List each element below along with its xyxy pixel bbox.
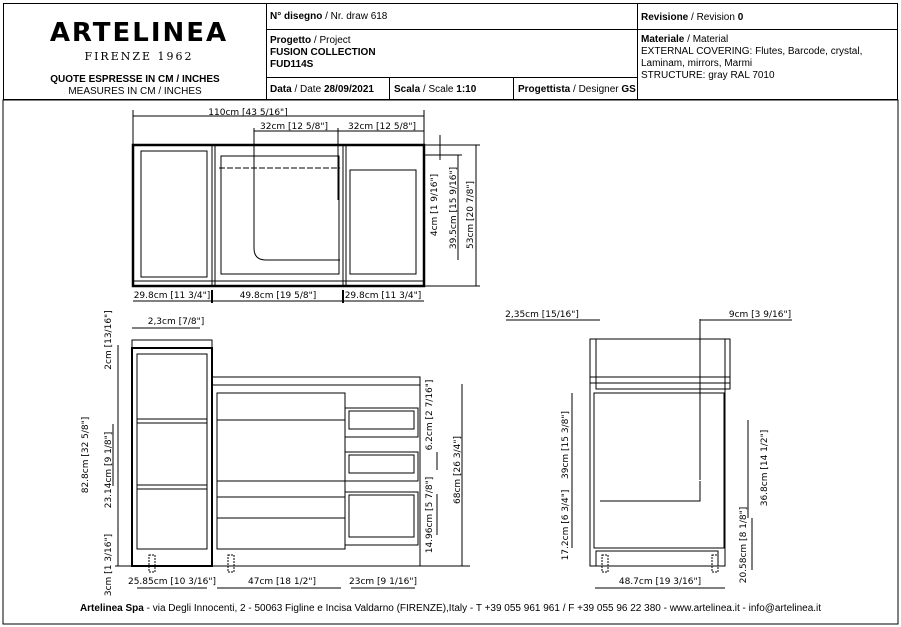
dim-center-width: 47cm [18 1/2"]: [248, 577, 316, 587]
dim-right-width: 29.8cm [11 3/4"]: [345, 291, 422, 301]
dim-top-height: 2cm [13/16"]: [104, 310, 114, 369]
material: Materiale / Material EXTERNAL COVERING: …: [641, 34, 896, 82]
divider: [637, 29, 897, 30]
dim-offset-depth: 4cm [1 9/16"]: [430, 174, 440, 236]
measures-note-en: MEASURES IN CM / INCHES: [68, 86, 202, 97]
dim-right-height: 36.8cm [14 1/2"]: [760, 430, 770, 507]
dim-left-offset: 2,35cm [15/16"]: [505, 310, 579, 320]
divider: [389, 77, 390, 99]
front-view: [112, 327, 470, 589]
dim-left-width: 29.8cm [11 3/4"]: [134, 291, 211, 301]
dim-left-width: 25.85cm [10 3/16"]: [128, 577, 216, 587]
drawing-number: N° disegno / Nr. draw 618: [270, 11, 388, 22]
top-view: [131, 110, 480, 303]
dim-right-width: 23cm [9 1/16"]: [349, 577, 417, 587]
dim-shelf-spacing: 23.14cm [9 1/8"]: [104, 432, 114, 509]
dim-depth: 48.7cm [19 3/16"]: [619, 577, 701, 587]
divider: [266, 29, 897, 30]
dim-sink-width-1: 32cm [12 5/8"]: [260, 122, 328, 132]
measures-note: QUOTE ESPRESSE IN CM / INCHES MEASURES I…: [4, 74, 266, 98]
dim-base-height: 68cm [26 3/4"]: [453, 436, 463, 504]
artelinea-logo: ARTELINEA: [49, 18, 229, 48]
logo-subtitle: FIRENZE 1962: [84, 50, 194, 63]
material-covering: EXTERNAL COVERING: Flutes, Barcode, crys…: [641, 46, 863, 69]
divider: [266, 77, 637, 78]
divider: [266, 4, 267, 99]
revision: Revisione / Revision 0: [641, 12, 744, 23]
dim-right-lower-height: 20.58cm [8 1/8"]: [739, 507, 749, 584]
dim-center-width: 49.8cm [19 5/8"]: [240, 291, 317, 301]
scale: Scala / Scale 1:10: [394, 84, 477, 95]
dim-sink-depth: 39.5cm [15 9/16"]: [449, 167, 459, 249]
project: Progetto / Project FUSION COLLECTION FUD…: [270, 35, 376, 70]
date: Data / Date 28/09/2021: [270, 84, 374, 95]
title-block: ARTELINEA FIRENZE 1962 QUOTE ESPRESSE IN…: [3, 3, 898, 100]
project-name: FUSION COLLECTION: [270, 47, 376, 58]
dim-plinth-height: 3cm [1 3/16"]: [104, 534, 114, 596]
material-structure: STRUCTURE: gray RAL 7010: [641, 70, 775, 81]
designer: Progettista / Designer GS: [518, 84, 636, 95]
dim-right-offset: 9cm [3 9/16"]: [729, 310, 791, 320]
dim-lower-height: 17.2cm [6 3/4"]: [561, 490, 571, 561]
footer: Artelinea Spa - via Degli Innocenti, 2 -…: [79, 603, 822, 614]
divider: [513, 77, 514, 99]
project-code: FUD114S: [270, 59, 314, 70]
dim-overall-depth: 53cm [20 7/8"]: [466, 181, 476, 249]
dim-overall-width: 110cm [43 5/16"]: [208, 108, 287, 118]
dim-lower-drawer-height: 14.96cm [5 7/8"]: [425, 477, 435, 554]
dim-overall-height: 82.8cm [32 5/8"]: [81, 417, 91, 494]
divider: [637, 4, 638, 99]
dim-top-thickness: 2,3cm [7/8"]: [148, 317, 205, 327]
drawing-frame: [2, 99, 899, 625]
dim-sink-width-2: 32cm [12 5/8"]: [348, 122, 416, 132]
dim-drawer-height: 6.2cm [2 7/16"]: [425, 380, 435, 451]
side-view: [506, 319, 792, 589]
dim-sink-height: 39cm [15 3/8"]: [561, 411, 571, 479]
measures-note-it: QUOTE ESPRESSE IN CM / INCHES: [50, 74, 220, 85]
